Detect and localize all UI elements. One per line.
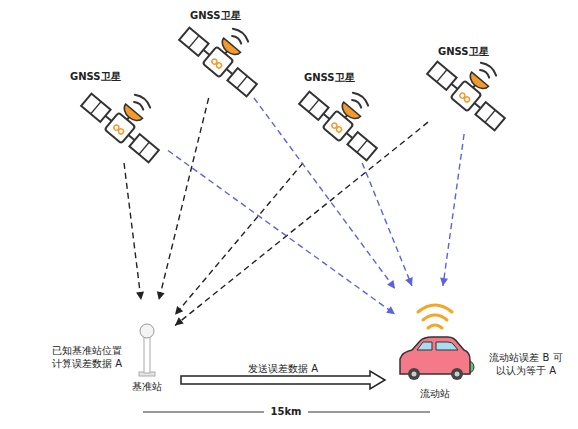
signal-line: [175, 122, 428, 325]
satellite: GNSS卫星: [68, 66, 168, 163]
dashed-line: [175, 163, 303, 315]
signal-line: [168, 151, 395, 315]
signal-line: [175, 163, 303, 315]
note-text: 流动站误差 B 可 以认为等于 A: [485, 351, 567, 377]
dimension-label: 15km: [264, 405, 308, 418]
arrow-head: [175, 317, 184, 325]
dashed-line: [175, 122, 428, 325]
rover-station: 流动站: [395, 286, 475, 400]
arrow-head: [386, 306, 395, 314]
base-station-icon: [139, 324, 155, 376]
node-text: GNSS卫星: [70, 71, 130, 83]
signal-line: [362, 163, 412, 286]
arrow-head: [175, 306, 183, 315]
satellite-icon: [425, 39, 524, 133]
dashed-line: [362, 163, 412, 286]
satellite-icon: [297, 69, 396, 163]
satellite-icon: [79, 71, 178, 165]
arrow-head: [387, 280, 395, 289]
node-text: 流动站: [395, 388, 475, 400]
arrow-head: [136, 292, 144, 300]
satellite: GNSS卫星: [428, 42, 513, 134]
rover-car-icon: [400, 305, 474, 380]
edge-label: 发送误差数据 A: [213, 362, 353, 375]
node-text: GNSS卫星: [304, 72, 364, 84]
signal-line: [157, 98, 209, 300]
signal-line: [440, 134, 464, 286]
dashed-line: [168, 151, 395, 315]
satellite: GNSS卫星: [298, 68, 388, 163]
dashed-line: [443, 134, 464, 286]
base-station: 基准站: [119, 300, 175, 396]
arrow-head: [405, 277, 412, 286]
signal-line: [124, 163, 144, 300]
dashed-line: [159, 98, 209, 300]
arrow-head: [157, 291, 165, 300]
node-text: 基准站: [119, 381, 175, 393]
signal-line: [254, 98, 395, 289]
satellite: GNSS卫星: [180, 6, 260, 98]
note-text: 已知基准站位置 计算误差数据 A: [40, 344, 122, 370]
node-text: GNSS卫星: [438, 46, 498, 58]
dashed-line: [254, 98, 395, 289]
arrow-head: [440, 278, 448, 286]
node-text: GNSS卫星: [190, 10, 250, 22]
satellite-icon: [177, 5, 276, 99]
dashed-line: [124, 163, 141, 300]
